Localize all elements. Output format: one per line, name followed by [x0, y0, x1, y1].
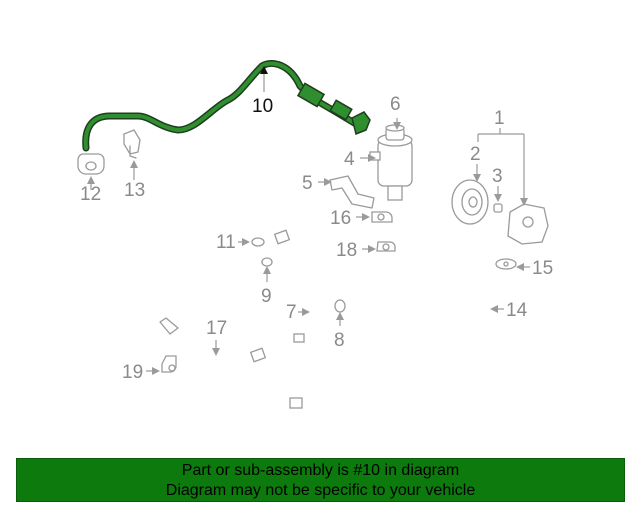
- info-banner: Part or sub-assembly is #10 in diagram D…: [16, 458, 625, 502]
- callout-12-label: 12: [80, 184, 101, 205]
- callout-9-label: 9: [261, 286, 272, 307]
- parts-diagram: 10 12 13 6 4: [77, 60, 553, 409]
- clamp-part-12[interactable]: [77, 153, 105, 175]
- banner-line-disclaimer: Diagram may not be specific to your vehi…: [165, 482, 476, 499]
- callout-1-label: 1: [494, 108, 505, 129]
- callout-16-label: 16: [330, 208, 351, 229]
- hose-part-10[interactable]: [82, 60, 371, 152]
- reservoir-part-4[interactable]: [369, 133, 413, 201]
- callout-3-label: 3: [492, 166, 503, 187]
- cap-part-6[interactable]: [385, 124, 405, 141]
- callout-16[interactable]: 16: [330, 208, 370, 229]
- callout-6[interactable]: 6: [390, 94, 401, 130]
- callout-4[interactable]: 4: [344, 149, 376, 170]
- callout-10-label: 10: [252, 96, 273, 117]
- clamp-part-16[interactable]: [371, 211, 393, 223]
- bracket-part-5[interactable]: [329, 175, 375, 209]
- callout-18-label: 18: [336, 240, 357, 261]
- callout-12[interactable]: 12: [80, 176, 101, 205]
- callout-7[interactable]: 7: [286, 302, 310, 323]
- callout-4-label: 4: [344, 149, 355, 170]
- callout-14[interactable]: 14: [490, 300, 528, 321]
- callout-1[interactable]: 1: [477, 108, 525, 200]
- callout-2-label: 2: [470, 144, 481, 165]
- pulley-part-2[interactable]: [451, 179, 489, 225]
- callout-7-label: 7: [286, 302, 297, 323]
- bolt-part-3[interactable]: [493, 203, 503, 213]
- bracket-part-13[interactable]: [123, 129, 141, 159]
- callout-5[interactable]: 5: [302, 173, 332, 194]
- clamp-part-18[interactable]: [376, 241, 396, 252]
- hose-part-14[interactable]: [463, 278, 494, 314]
- callout-19[interactable]: 19: [122, 362, 160, 383]
- callout-8-label: 8: [334, 330, 345, 351]
- bracket-part-19[interactable]: [161, 355, 177, 373]
- oring-part-9[interactable]: [261, 257, 273, 267]
- callout-3[interactable]: 3: [492, 166, 503, 202]
- callout-6-label: 6: [390, 94, 401, 115]
- callout-17[interactable]: 17: [206, 318, 227, 356]
- pump-part-1[interactable]: [507, 203, 549, 245]
- callout-5-label: 5: [302, 173, 313, 194]
- callout-13[interactable]: 13: [124, 160, 145, 201]
- clamp-part-15[interactable]: [495, 258, 517, 270]
- oring-part-8[interactable]: [334, 299, 346, 313]
- callout-14-label: 14: [506, 300, 528, 321]
- oring-part-11[interactable]: [251, 237, 265, 247]
- callout-11-label: 11: [216, 232, 236, 253]
- callout-2[interactable]: 2: [470, 144, 481, 182]
- callout-17-label: 17: [206, 318, 227, 339]
- callout-15[interactable]: 15: [516, 258, 553, 279]
- callout-10[interactable]: 10: [252, 66, 273, 117]
- callout-9[interactable]: 9: [261, 266, 272, 307]
- callout-11[interactable]: 11: [216, 232, 250, 253]
- callout-19-label: 19: [122, 362, 143, 383]
- callout-13-label: 13: [124, 180, 145, 201]
- line-part-17[interactable]: [159, 254, 407, 409]
- line-part-7[interactable]: [249, 229, 342, 363]
- callout-15-label: 15: [532, 258, 553, 279]
- callout-18[interactable]: 18: [336, 240, 376, 261]
- callout-8[interactable]: 8: [334, 312, 345, 351]
- banner-line-part-number: Part or sub-assembly is #10 in diagram: [181, 462, 460, 479]
